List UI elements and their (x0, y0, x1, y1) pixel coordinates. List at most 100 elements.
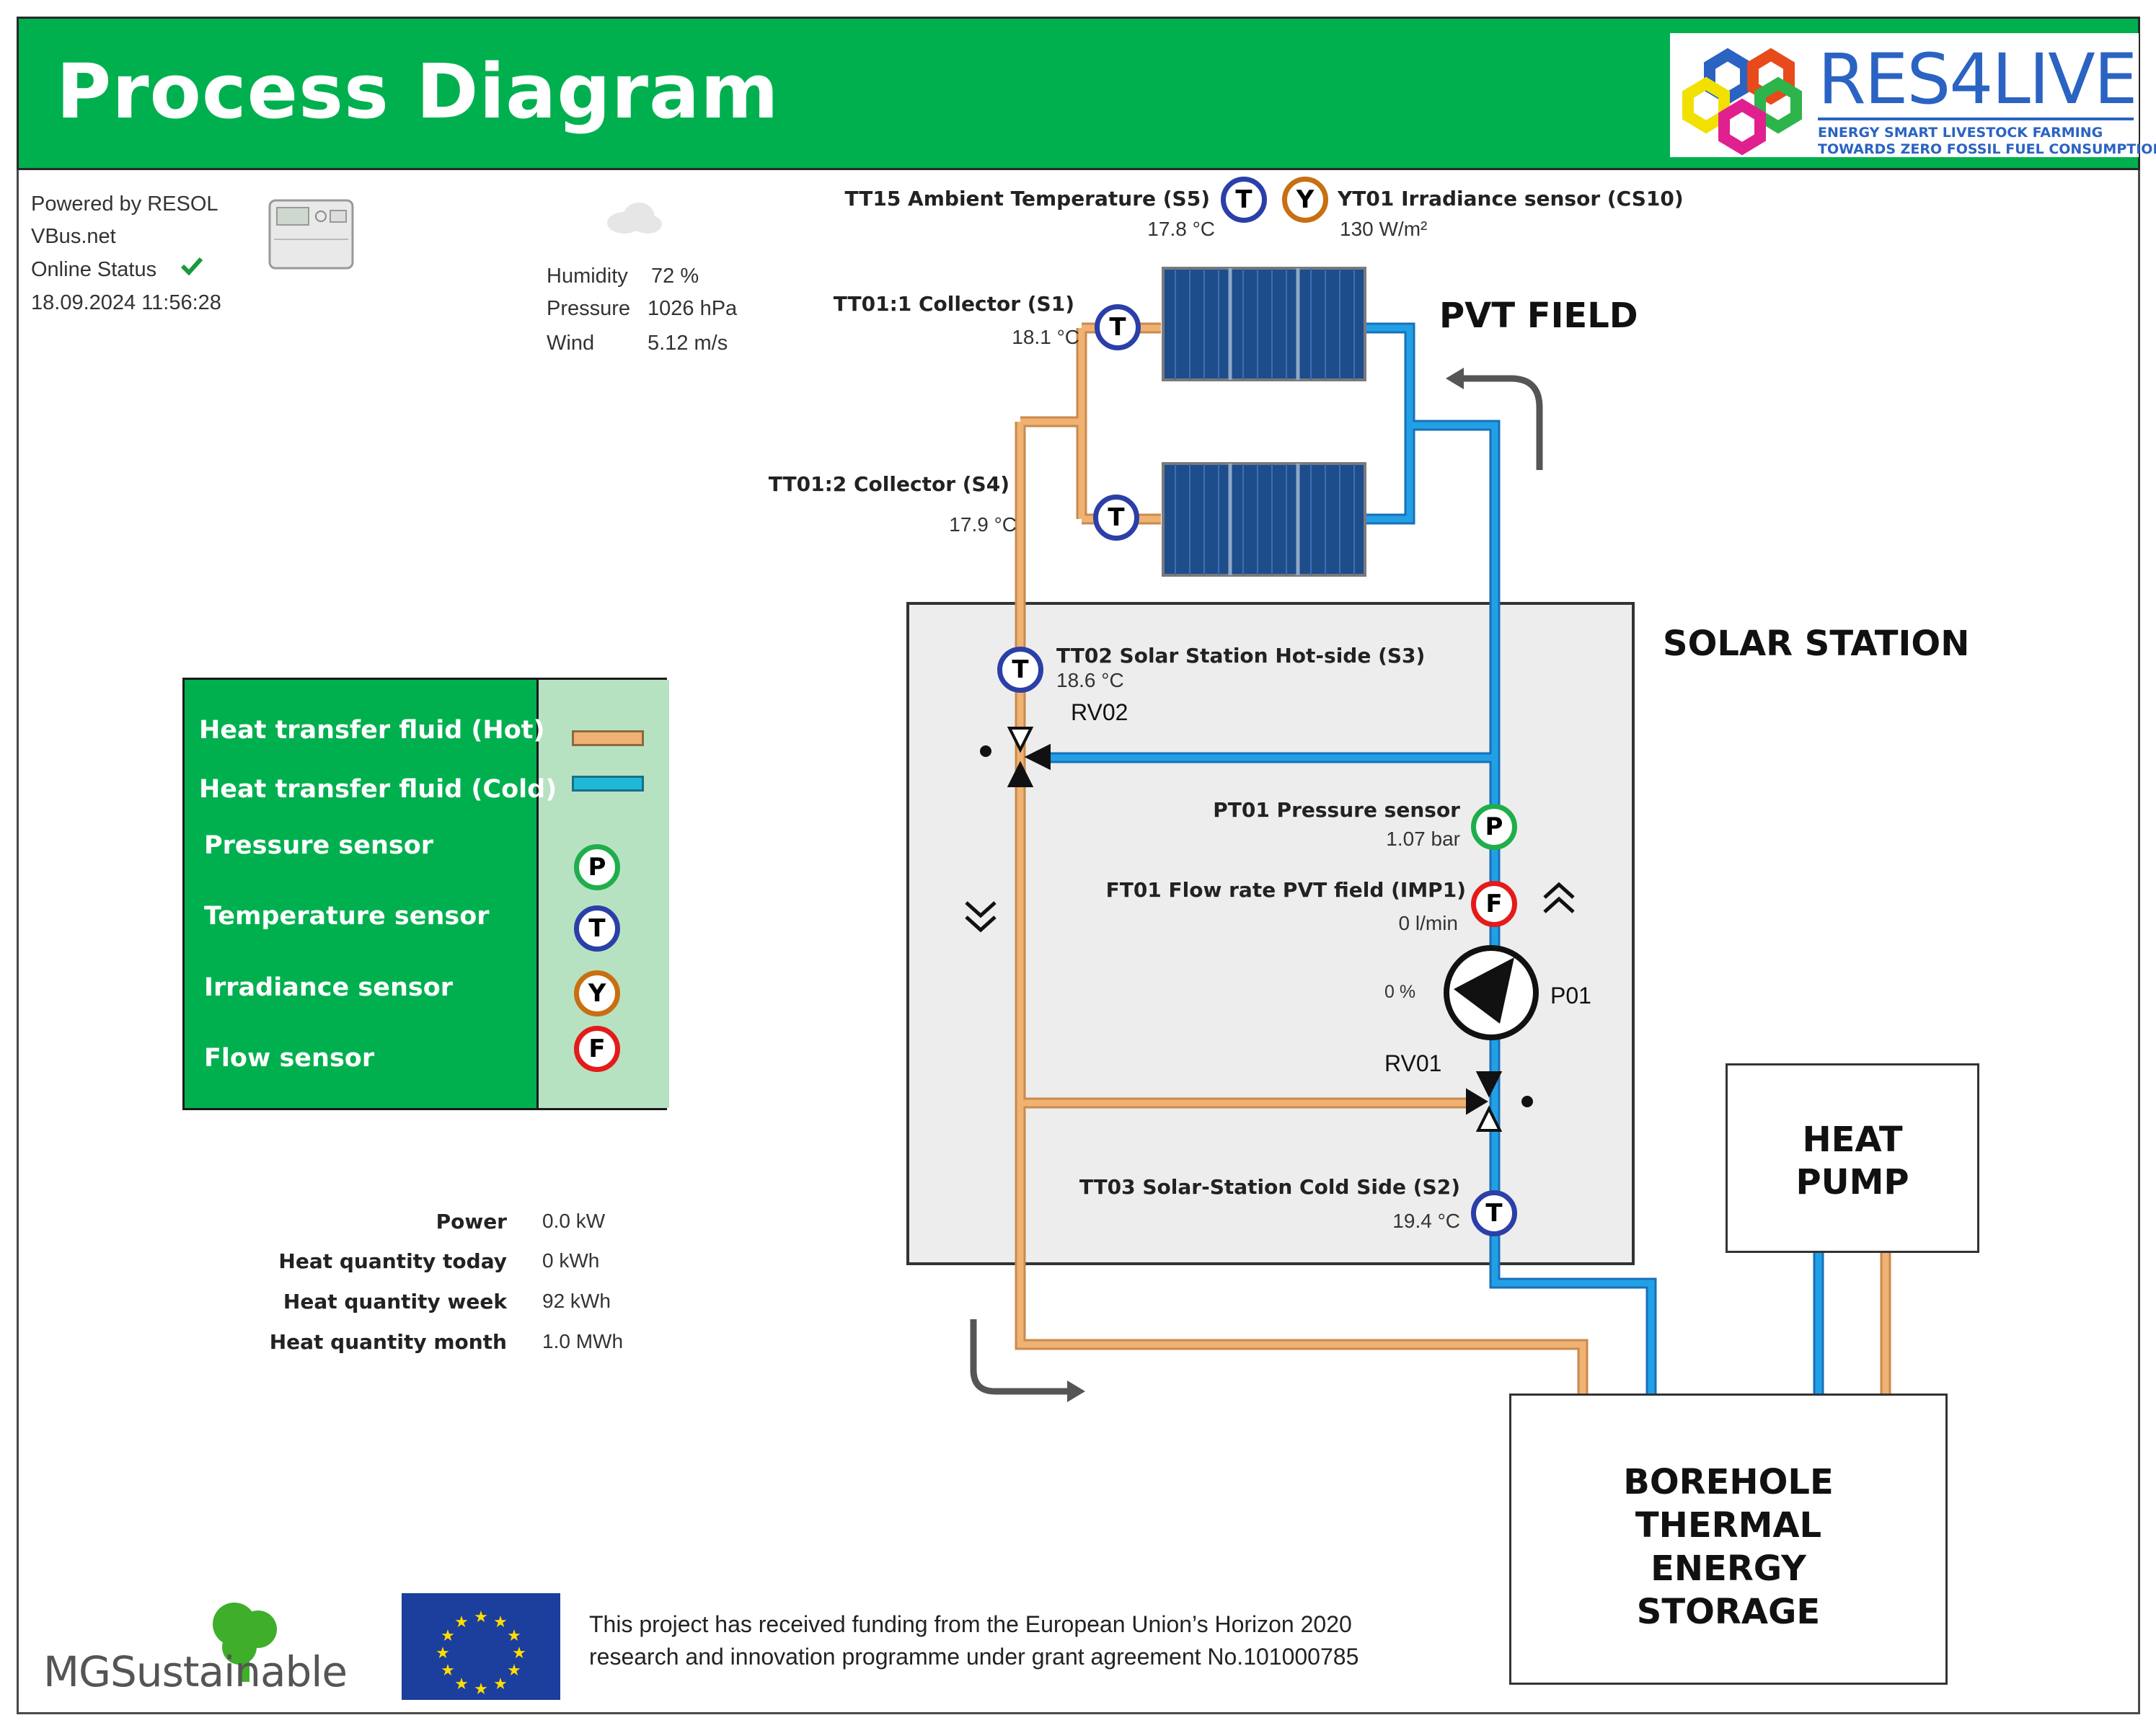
rv02-label: RV02 (1071, 699, 1128, 725)
heat-week-label: Heat quantity week (283, 1290, 507, 1313)
heat-pump-label-2: PUMP (1795, 1162, 1909, 1202)
tt01-2-sensor-icon[interactable]: T (1093, 495, 1139, 541)
pvt-panel-bottom (1162, 462, 1366, 577)
power-label: Power (436, 1210, 507, 1233)
logo-tagline-2: TOWARDS ZERO FOSSIL FUEL CONSUMPTION (1818, 141, 2156, 157)
res4live-logo: RES4LIVE ENERGY SMART LIVESTOCK FARMING … (1670, 33, 2156, 157)
chevron-down-icon (965, 901, 997, 933)
legend-irradiance-icon: Y (574, 970, 620, 1016)
ft01-value: 0 l/min (1398, 912, 1458, 934)
btes-label-4: STORAGE (1636, 1592, 1821, 1632)
power-value: 0.0 kW (542, 1210, 606, 1232)
svg-text:★: ★ (512, 1644, 526, 1662)
online-status-label: Online Status (31, 258, 157, 281)
mgsustainable-logo: MGSustainable (43, 1597, 353, 1698)
tt02-sensor-icon[interactable]: T (997, 647, 1043, 693)
return-arrow-icon (1457, 375, 1543, 470)
ft01-label: FT01 Flow rate PVT field (IMP1) (1105, 878, 1466, 902)
yt01-value: 130 W/m² (1340, 218, 1428, 240)
legend-temperature-icon: T (574, 905, 620, 952)
legend-cold-label: Heat transfer fluid (Cold) (199, 775, 557, 804)
svg-text:★: ★ (493, 1613, 508, 1631)
svg-text:★: ★ (507, 1662, 521, 1680)
rv01-label: RV01 (1384, 1050, 1442, 1076)
svg-text:★: ★ (474, 1680, 488, 1698)
p01-label: P01 (1550, 983, 1591, 1009)
humidity-label: Humidity (547, 265, 628, 288)
legend-flow-label: Flow sensor (204, 1044, 375, 1073)
svg-text:★: ★ (436, 1644, 450, 1662)
cloud-icon (607, 203, 662, 234)
funding-text-1: This project has received funding from t… (589, 1611, 1352, 1637)
pt01-label: PT01 Pressure sensor (1213, 798, 1460, 822)
check-icon (180, 257, 203, 276)
legend-irradiance-label: Irradiance sensor (204, 973, 454, 1002)
pressure-label: Pressure (547, 297, 631, 320)
btes-label-2: THERMAL (1635, 1505, 1822, 1546)
svg-text:★: ★ (441, 1662, 455, 1680)
pump-speed: 0 % (1384, 982, 1416, 1002)
pressure-value: 1026 hPa (648, 297, 738, 320)
tt02-label: TT02 Solar Station Hot-side (S3) (1056, 644, 1426, 668)
legend-pressure-icon: P (574, 844, 620, 890)
tt15-label: TT15 Ambient Temperature (S5) (844, 187, 1211, 211)
heat-today-label: Heat quantity today (278, 1249, 507, 1273)
funding-text-2: research and innovation programme under … (589, 1644, 1359, 1670)
svg-text:★: ★ (474, 1608, 488, 1626)
svg-text:★: ★ (454, 1613, 469, 1631)
btes-box[interactable]: BOREHOLE THERMAL ENERGY STORAGE (1509, 1394, 1948, 1685)
humidity-value: 72 % (651, 265, 699, 288)
tt01-1-sensor-icon[interactable]: T (1095, 304, 1141, 350)
mgsustainable-text: MGSustainable (43, 1647, 348, 1696)
pt01-sensor-icon[interactable]: P (1471, 804, 1517, 850)
svg-text:★: ★ (493, 1675, 508, 1693)
heat-month-label: Heat quantity month (269, 1330, 507, 1354)
btes-label-3: ENERGY (1651, 1548, 1806, 1589)
ft01-sensor-icon[interactable]: F (1471, 881, 1517, 927)
tt03-sensor-icon[interactable]: T (1471, 1190, 1517, 1236)
tt01-2-label: TT01:2 Collector (S4) (768, 472, 1009, 496)
legend-hot-swatch (572, 730, 644, 746)
hexagon-logo-icon (1682, 48, 1802, 156)
supply-arrow-icon (970, 1319, 1074, 1395)
eu-flag-icon: ★★★ ★★★ ★★★ ★★★ (402, 1593, 560, 1700)
pt01-value: 1.07 bar (1386, 828, 1460, 850)
tt03-label: TT03 Solar-Station Cold Side (S2) (1079, 1175, 1460, 1199)
solar-station-title: SOLAR STATION (1663, 624, 1970, 664)
tt02-value: 18.6 °C (1056, 669, 1124, 691)
controller-device-icon (268, 199, 354, 270)
solar-station-box (906, 602, 1635, 1265)
vbus-service[interactable]: VBus.net (31, 225, 116, 248)
header-bar: Process Diagram RES4LIVE ENERGY SMART LI… (17, 17, 2156, 170)
tt03-value: 19.4 °C (1392, 1210, 1460, 1232)
logo-tagline-1: ENERGY SMART LIVESTOCK FARMING (1818, 125, 2103, 141)
legend-temperature-label: Temperature sensor (204, 902, 490, 931)
legend-hot-label: Heat transfer fluid (Hot) (199, 716, 545, 745)
wind-label: Wind (547, 332, 595, 355)
pvt-field-title: PVT FIELD (1439, 296, 1638, 336)
legend-pressure-label: Pressure sensor (204, 831, 434, 860)
svg-text:★: ★ (454, 1675, 469, 1693)
btes-label-1: BOREHOLE (1623, 1462, 1834, 1502)
wind-value: 5.12 m/s (648, 332, 728, 355)
tree-icon (213, 1603, 277, 1682)
pvt-panel-top (1162, 267, 1366, 381)
valve-rv01-icon (1466, 1071, 1533, 1132)
heat-week-value: 92 kWh (542, 1290, 611, 1312)
yt01-label: YT01 Irradiance sensor (CS10) (1338, 187, 1684, 211)
heat-pump-label-1: HEAT (1802, 1120, 1903, 1160)
tt01-2-value: 17.9 °C (949, 513, 1017, 536)
legend: Heat transfer fluid (Hot) Heat transfer … (182, 678, 669, 1110)
valve-rv02-icon (980, 727, 1051, 787)
tt15-sensor-icon[interactable]: T (1221, 177, 1267, 223)
svg-text:★: ★ (507, 1627, 521, 1645)
heat-pump-box[interactable]: HEAT PUMP (1726, 1063, 1979, 1253)
yt01-sensor-icon[interactable]: Y (1282, 177, 1328, 223)
svg-text:★: ★ (441, 1627, 455, 1645)
pump-p01-icon (1444, 945, 1539, 1040)
page-title: Process Diagram (56, 48, 779, 136)
tt01-1-value: 18.1 °C (1012, 326, 1079, 348)
legend-cold-swatch (572, 776, 644, 792)
tt15-value: 17.8 °C (1147, 218, 1215, 240)
